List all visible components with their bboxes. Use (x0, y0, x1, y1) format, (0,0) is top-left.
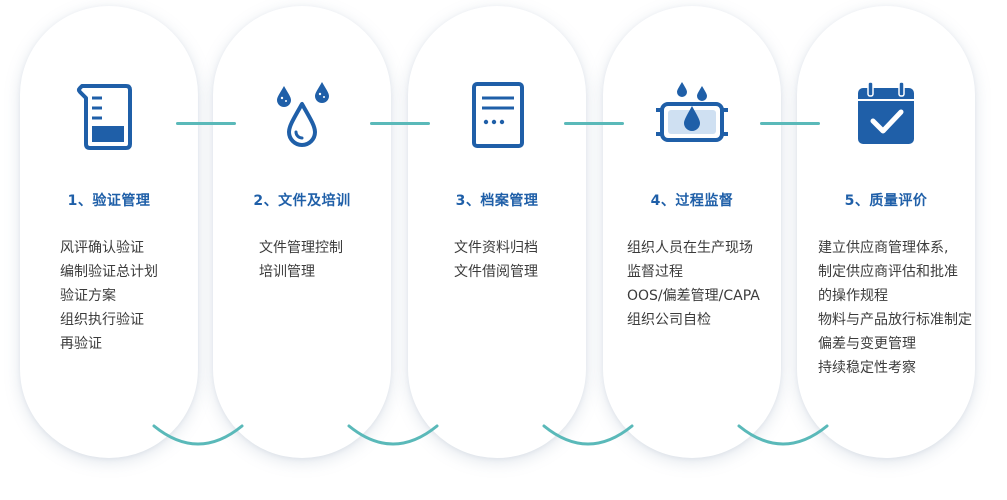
water-drops-icon (277, 82, 329, 147)
list-item: 组织人员在生产现场 (627, 240, 753, 256)
connector-line-1 (176, 122, 236, 125)
list-item: 培训管理 (259, 264, 315, 280)
document-icon (472, 82, 524, 148)
list-item: OOS/偏差管理/CAPA (627, 288, 760, 304)
tank-drop-icon (656, 82, 728, 142)
step-title-2: 2、文件及培训 (253, 193, 351, 209)
step-card-2 (213, 6, 391, 458)
list-item: 风评确认验证 (60, 240, 144, 256)
list-item: 文件借阅管理 (454, 264, 538, 280)
connector-arc-4 (737, 424, 829, 446)
list-item: 组织执行验证 (60, 312, 144, 328)
connector-line-3 (564, 122, 624, 125)
list-item: 的操作规程 (818, 288, 888, 304)
calendar-check-icon (858, 81, 914, 144)
step-items-1: 风评确认验证 编制验证总计划 验证方案 组织执行验证 再验证 (60, 236, 158, 356)
list-item: 制定供应商评估和批准 (818, 264, 958, 280)
connector-line-2 (370, 122, 430, 125)
connector-arc-2 (347, 424, 439, 446)
step-card-4 (603, 6, 781, 458)
step-items-3: 文件资料归档 文件借阅管理 (454, 236, 538, 284)
list-item: 组织公司自检 (627, 312, 711, 328)
step-card-5 (797, 6, 975, 458)
step-items-4: 组织人员在生产现场 监督过程 OOS/偏差管理/CAPA 组织公司自检 (627, 236, 760, 332)
connector-arc-1 (152, 424, 244, 446)
connector-arc-3 (542, 424, 634, 446)
list-item: 监督过程 (627, 264, 683, 280)
step-title-4: 4、过程监督 (650, 193, 734, 209)
step-card-1 (20, 6, 198, 458)
list-item: 文件管理控制 (259, 240, 343, 256)
step-items-5: 建立供应商管理体系, 制定供应商评估和批准 的操作规程 物料与产品放行标准制定 … (818, 236, 972, 380)
list-item: 持续稳定性考察 (818, 360, 916, 376)
step-card-3 (408, 6, 586, 458)
list-item: 再验证 (60, 336, 102, 352)
connector-line-4 (760, 122, 820, 125)
list-item: 编制验证总计划 (60, 264, 158, 280)
list-item: 验证方案 (60, 288, 116, 304)
step-title-1: 1、验证管理 (67, 193, 151, 209)
step-items-2: 文件管理控制 培训管理 (259, 236, 343, 284)
beaker-icon (77, 84, 132, 150)
list-item: 物料与产品放行标准制定 (818, 312, 972, 328)
list-item: 建立供应商管理体系, (818, 240, 949, 256)
list-item: 偏差与变更管理 (818, 336, 916, 352)
step-title-5: 5、质量评价 (844, 193, 928, 209)
list-item: 文件资料归档 (454, 240, 538, 256)
step-title-3: 3、档案管理 (455, 193, 539, 209)
